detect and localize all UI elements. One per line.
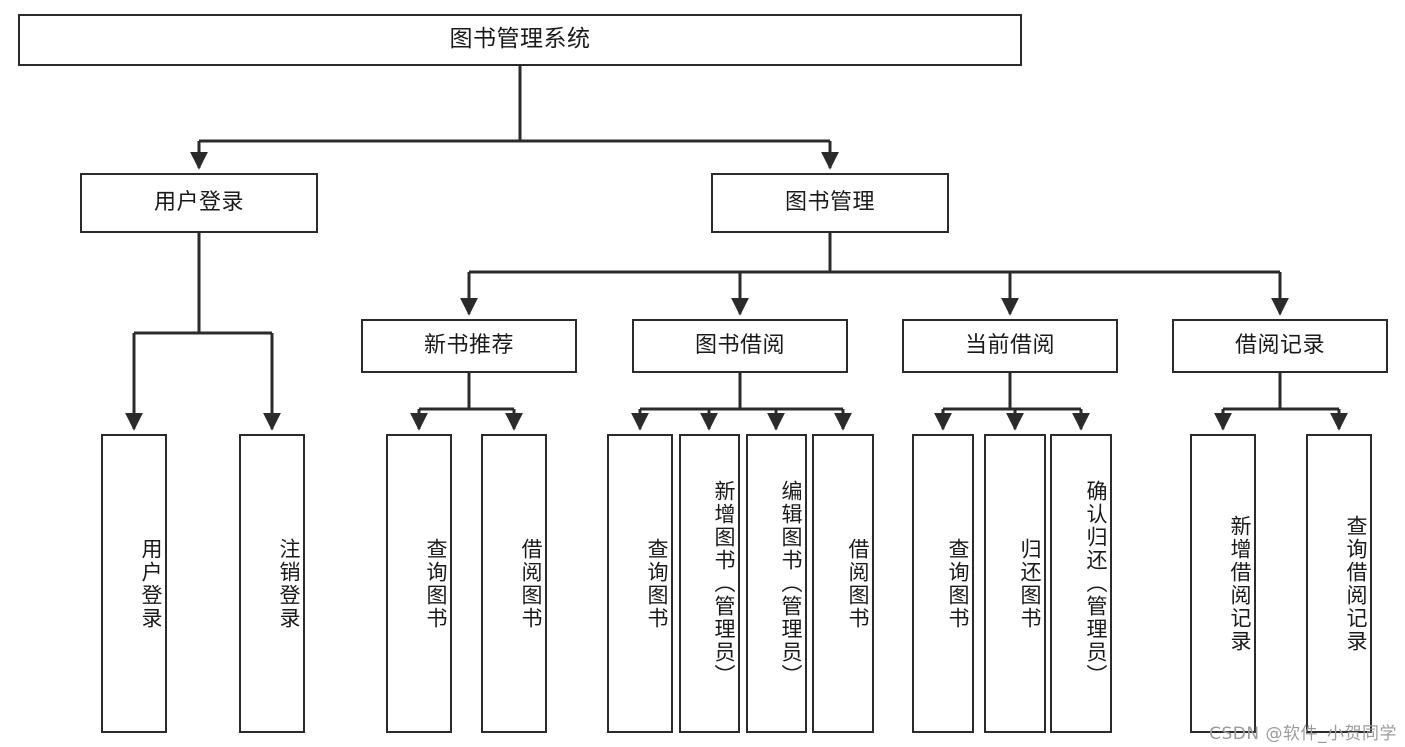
node-book-manage[interactable]: 图书管理 — [711, 173, 949, 233]
leaf-label: 查询图书 — [424, 537, 448, 630]
node-borrow-record[interactable]: 借阅记录 — [1172, 319, 1388, 373]
node-current-borrow[interactable]: 当前借阅 — [902, 319, 1118, 373]
node-leaf-query-record[interactable]: 查询借阅记录 — [1306, 434, 1372, 733]
leaf-label: 借阅图书 — [846, 537, 870, 630]
leaf-label: 用户登录 — [139, 537, 163, 630]
node-leaf-borrow-book-1[interactable]: 借阅图书 — [481, 434, 547, 733]
node-leaf-user-login[interactable]: 用户登录 — [101, 434, 167, 733]
csdn-watermark: CSDN @软件_小贺同学 — [1209, 724, 1397, 744]
node-leaf-add-record[interactable]: 新增借阅记录 — [1190, 434, 1256, 733]
node-leaf-confirm-return[interactable]: 确认归还（管理员） — [1050, 434, 1112, 733]
node-user-login[interactable]: 用户登录 — [80, 173, 318, 233]
leaf-label: 新增借阅记录 — [1228, 514, 1252, 653]
leaf-label: 查询借阅记录 — [1344, 514, 1368, 653]
node-leaf-query-book-2[interactable]: 查询图书 — [607, 434, 673, 733]
node-leaf-add-book[interactable]: 新增图书（管理员） — [679, 434, 740, 733]
node-leaf-edit-book[interactable]: 编辑图书（管理员） — [746, 434, 807, 733]
leaf-label: 新增图书（管理员） — [712, 480, 736, 687]
node-leaf-return-book[interactable]: 归还图书 — [984, 434, 1046, 733]
leaf-label: 编辑图书（管理员） — [779, 480, 803, 687]
leaf-label: 注销登录 — [277, 537, 301, 630]
node-book-borrow[interactable]: 图书借阅 — [632, 319, 848, 373]
node-leaf-logout[interactable]: 注销登录 — [239, 434, 305, 733]
leaf-label: 查询图书 — [645, 537, 669, 630]
leaf-label: 归还图书 — [1018, 537, 1042, 630]
node-leaf-borrow-book-2[interactable]: 借阅图书 — [812, 434, 874, 733]
leaf-label: 借阅图书 — [519, 537, 543, 630]
node-leaf-query-book-1[interactable]: 查询图书 — [386, 434, 452, 733]
leaf-label: 确认归还（管理员） — [1084, 480, 1108, 687]
node-leaf-query-book-3[interactable]: 查询图书 — [912, 434, 974, 733]
node-root-system[interactable]: 图书管理系统 — [18, 14, 1022, 66]
node-new-book-recommend[interactable]: 新书推荐 — [361, 319, 577, 373]
leaf-label: 查询图书 — [946, 537, 970, 630]
